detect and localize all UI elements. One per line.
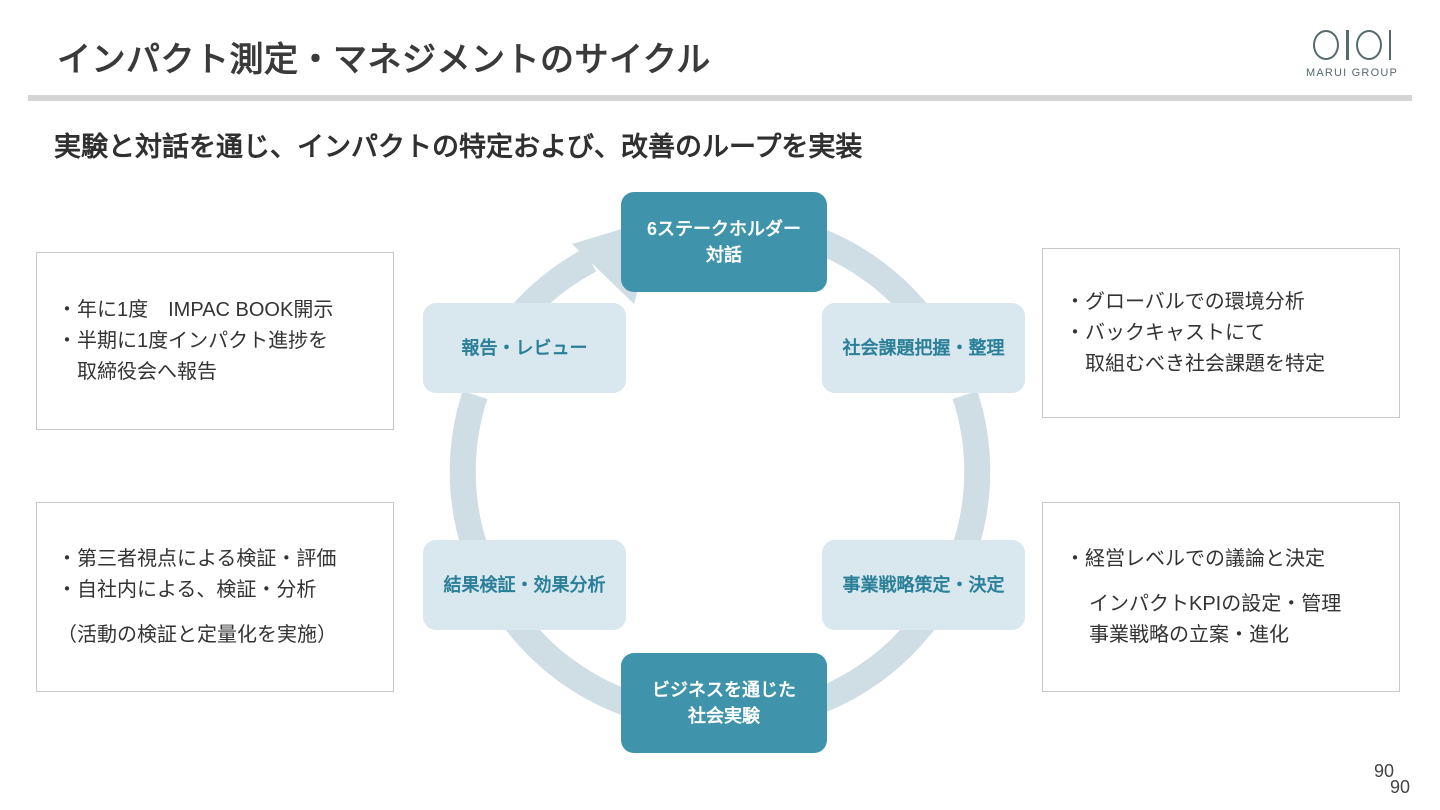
logo-bar-icon bbox=[1346, 30, 1349, 60]
cycle-node-line: 社会課題把握・整理 bbox=[842, 337, 1005, 358]
spacer bbox=[1065, 575, 1377, 589]
callout-line: 事業戦略の立案・進化 bbox=[1089, 623, 1289, 646]
cycle-node-business-strategy[interactable]: 事業戦略策定・決定 bbox=[822, 540, 1025, 630]
callout-social-issue: ・グローバルでの環境分析 ・バックキャストにて 取組むべき社会課題を特定 bbox=[1042, 248, 1400, 418]
cycle-node-report-review[interactable]: 報告・レビュー bbox=[423, 303, 626, 393]
callout-result-verification: ・第三者視点による検証・評価 ・自社内による、検証・分析 （活動の検証と定量化を… bbox=[36, 502, 394, 692]
cycle-node-line: 事業戦略策定・決定 bbox=[842, 574, 1005, 595]
logo-bar-icon bbox=[1388, 30, 1391, 60]
cycle-node-line: 報告・レビュー bbox=[461, 337, 588, 358]
page-number-secondary: 90 bbox=[1389, 777, 1410, 797]
marui-group-logo: MARUI GROUP bbox=[1292, 28, 1412, 79]
cycle-node-line: 社会実験 bbox=[688, 706, 760, 726]
callout-line: ・グローバルでの環境分析 bbox=[1065, 290, 1305, 313]
page-title: インパクト測定・マネジメントのサイクル bbox=[57, 41, 711, 79]
callout-line: ・年に1度 IMPAC BOOK開示 bbox=[57, 298, 334, 321]
callout-business-strategy: ・経営レベルでの議論と決定 インパクトKPIの設定・管理 事業戦略の立案・進化 bbox=[1042, 502, 1400, 692]
cycle-node-social-experiment[interactable]: ビジネスを通じた 社会実験 bbox=[621, 653, 827, 753]
cycle-node-line: 結果検証・効果分析 bbox=[443, 574, 606, 595]
cycle-node-line: ビジネスを通じた bbox=[652, 679, 796, 700]
callout-line: インパクトKPIの設定・管理 bbox=[1089, 592, 1342, 615]
cycle-node-social-issue[interactable]: 社会課題把握・整理 bbox=[822, 303, 1025, 393]
callout-line: 取締役会へ報告 bbox=[57, 360, 217, 383]
oioi-logo-mark bbox=[1292, 28, 1412, 62]
cycle-node-result-verification[interactable]: 結果検証・効果分析 bbox=[423, 540, 626, 630]
cycle-node-stakeholder-dialogue[interactable]: 6ステークホルダー 対話 bbox=[621, 192, 827, 292]
cycle-diagram: 6ステークホルダー 対話 社会課題把握・整理 事業戦略策定・決定 ビジネスを通じ… bbox=[0, 170, 1440, 770]
logo-circle-icon bbox=[1355, 30, 1382, 60]
logo-wordmark: MARUI GROUP bbox=[1305, 67, 1399, 79]
cycle-node-line: 6ステークホルダー bbox=[646, 218, 801, 239]
page-number: 90 bbox=[1373, 761, 1394, 781]
subtitle: 実験と対話を通じ、インパクトの特定および、改善のループを実装 bbox=[54, 132, 863, 162]
spacer bbox=[57, 606, 373, 620]
callout-line: ・バックキャストにて bbox=[1065, 321, 1265, 344]
cycle-node-line: 対話 bbox=[706, 245, 742, 265]
callout-line: （活動の検証と定量化を実施） bbox=[57, 623, 337, 646]
callout-line: ・半期に1度インパクト進捗を bbox=[57, 329, 329, 352]
callout-line: 取組むべき社会課題を特定 bbox=[1065, 352, 1325, 375]
logo-circle-icon bbox=[1313, 30, 1339, 60]
header-divider bbox=[28, 95, 1412, 101]
callout-line: ・自社内による、検証・分析 bbox=[57, 578, 317, 601]
callout-line: ・経営レベルでの議論と決定 bbox=[1065, 547, 1325, 570]
callout-report-review: ・年に1度 IMPAC BOOK開示 ・半期に1度インパクト進捗を 取締役会へ報… bbox=[36, 252, 394, 430]
callout-line: ・第三者視点による検証・評価 bbox=[57, 547, 337, 570]
